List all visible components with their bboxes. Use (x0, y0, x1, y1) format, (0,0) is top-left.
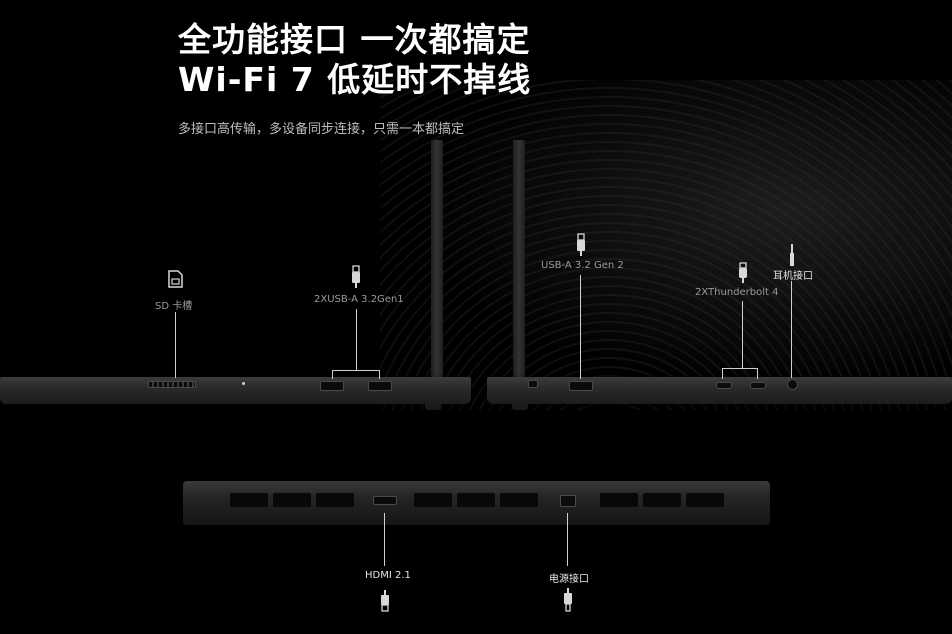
headphone-connector-line (791, 281, 792, 378)
power-plug-icon (563, 588, 573, 616)
thunderbolt-bracket-left (722, 368, 723, 379)
usb-plug-icon (351, 265, 361, 293)
usb-left-bracket (332, 370, 380, 371)
right-lid-edge (513, 140, 525, 378)
left-lid-edge (431, 140, 443, 378)
laptop-right-side (487, 377, 952, 404)
thunderbolt-port-2 (750, 382, 766, 389)
usb-left-bracket-left (332, 370, 333, 379)
usb-left-bracket-right (379, 370, 380, 379)
vent (414, 493, 452, 507)
sd-card-slot (148, 381, 196, 388)
usb-a-right-label: USB-A 3.2 Gen 2 (541, 260, 624, 271)
vent (686, 493, 724, 507)
sd-card-icon (167, 270, 183, 292)
headline: 全功能接口 一次都搞定 Wi-Fi 7 低延时不掉线 (178, 20, 531, 100)
laptop-left-side (0, 377, 471, 404)
sd-card-label: SD 卡槽 (155, 301, 193, 312)
vent (643, 493, 681, 507)
usb-a-port-2 (368, 381, 392, 391)
thunderbolt-bracket (722, 368, 758, 369)
hdmi-connector-line (384, 513, 385, 566)
status-led (242, 382, 245, 385)
vent (500, 493, 538, 507)
hdmi-port (373, 496, 397, 505)
vent (316, 493, 354, 507)
subtitle: 多接口高传输，多设备同步连接，只需一本都搞定 (178, 122, 465, 137)
laptop-left-foot (425, 404, 441, 410)
usb-right-connector-line (580, 275, 581, 379)
lock-slot (528, 380, 538, 388)
power-label: 电源接口 (549, 574, 589, 585)
power-port (560, 495, 576, 507)
thunderbolt-label: 2XThunderbolt 4 (695, 287, 779, 298)
usb-plug-icon (576, 233, 586, 261)
headphone-label: 耳机接口 (773, 271, 813, 282)
background-texture (380, 80, 952, 410)
thunderbolt-plug-icon (738, 262, 748, 288)
usb-a-left-label: 2XUSB-A 3.2Gen1 (314, 294, 404, 305)
power-connector-line (567, 513, 568, 566)
headphone-jack (787, 379, 798, 390)
thunderbolt-bracket-right (757, 368, 758, 379)
audio-jack-icon (789, 244, 795, 270)
headline-line-2: Wi-Fi 7 低延时不掉线 (178, 60, 532, 99)
thunderbolt-connector-line (742, 301, 743, 368)
hdmi-label: HDMI 2.1 (365, 570, 411, 581)
vent (457, 493, 495, 507)
usb-a-port-1 (320, 381, 344, 391)
thunderbolt-port-1 (716, 382, 732, 389)
usb-a-port-3 (569, 381, 593, 391)
usb-left-connector-line (356, 309, 357, 370)
vent (600, 493, 638, 507)
hdmi-plug-icon (380, 590, 390, 616)
sd-connector-line (175, 312, 176, 378)
vent (230, 493, 268, 507)
laptop-right-foot (512, 404, 528, 410)
headline-line-1: 全功能接口 一次都搞定 (178, 20, 531, 59)
vent (273, 493, 311, 507)
